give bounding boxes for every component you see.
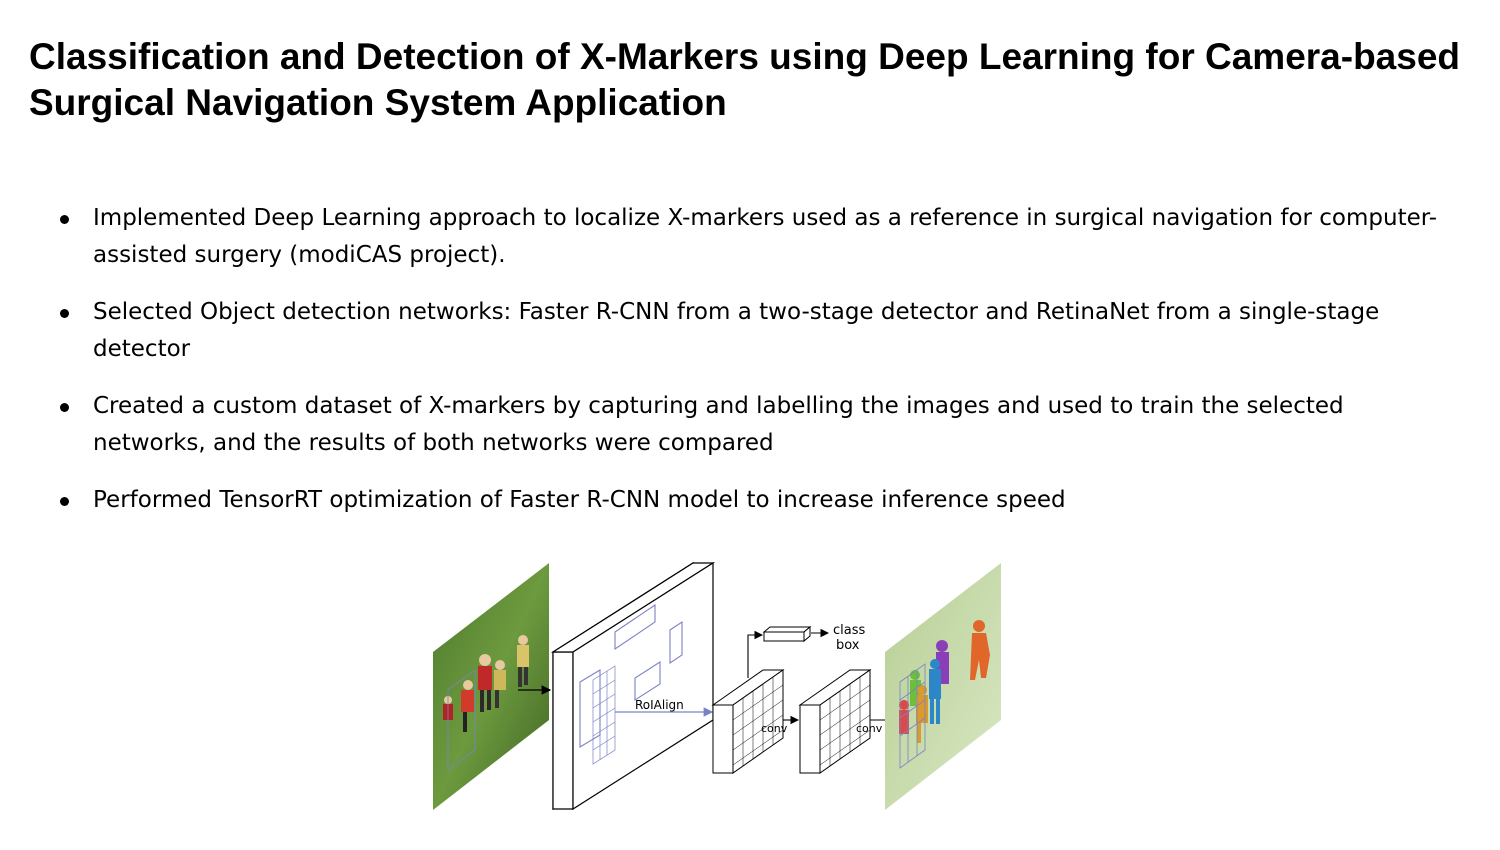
bullet-item: Selected Object detection networks: Fast… bbox=[58, 294, 1458, 368]
bullet-dot-icon bbox=[60, 497, 69, 506]
bullet-dot-icon bbox=[60, 309, 69, 318]
bullet-item: Performed TensorRT optimization of Faste… bbox=[58, 482, 1458, 519]
block1-grid bbox=[732, 677, 784, 766]
bullet-item: Implemented Deep Learning approach to lo… bbox=[58, 200, 1458, 274]
roi-feature-block-2 bbox=[798, 669, 872, 774]
roi-grid bbox=[592, 665, 616, 765]
mask-rcnn-architecture-figure: RoIAlign class box bbox=[430, 560, 1005, 815]
output-image bbox=[885, 563, 1001, 810]
bullet-item: Created a custom dataset of X-markers by… bbox=[58, 388, 1458, 462]
input-roi-box bbox=[447, 669, 476, 771]
roialign-label: RoIAlign bbox=[635, 698, 684, 712]
architecture-diagram: RoIAlign class box bbox=[433, 561, 1001, 811]
bullet-text: Implemented Deep Learning approach to lo… bbox=[93, 205, 1438, 268]
bullet-text: Created a custom dataset of X-markers by… bbox=[93, 393, 1344, 456]
output-masks bbox=[899, 620, 990, 743]
conv-label-1: conv bbox=[761, 722, 788, 735]
fc-head-box bbox=[762, 625, 812, 643]
output-roi-box bbox=[899, 663, 926, 769]
feature-map bbox=[550, 561, 716, 811]
input-image bbox=[433, 563, 552, 810]
class-label: class bbox=[833, 623, 865, 638]
conv-label-2: conv bbox=[856, 722, 883, 735]
bullet-text: Performed TensorRT optimization of Faste… bbox=[93, 487, 1066, 513]
bullet-dot-icon bbox=[60, 403, 69, 412]
box-label: box bbox=[836, 638, 860, 653]
bullet-dot-icon bbox=[60, 215, 69, 224]
roi-feature-block-1 bbox=[711, 669, 785, 774]
slide-title: Classification and Detection of X-Marker… bbox=[29, 36, 1461, 123]
block2-grid bbox=[819, 677, 871, 766]
bullet-list: Implemented Deep Learning approach to lo… bbox=[58, 200, 1458, 539]
bullet-text: Selected Object detection networks: Fast… bbox=[93, 299, 1380, 362]
